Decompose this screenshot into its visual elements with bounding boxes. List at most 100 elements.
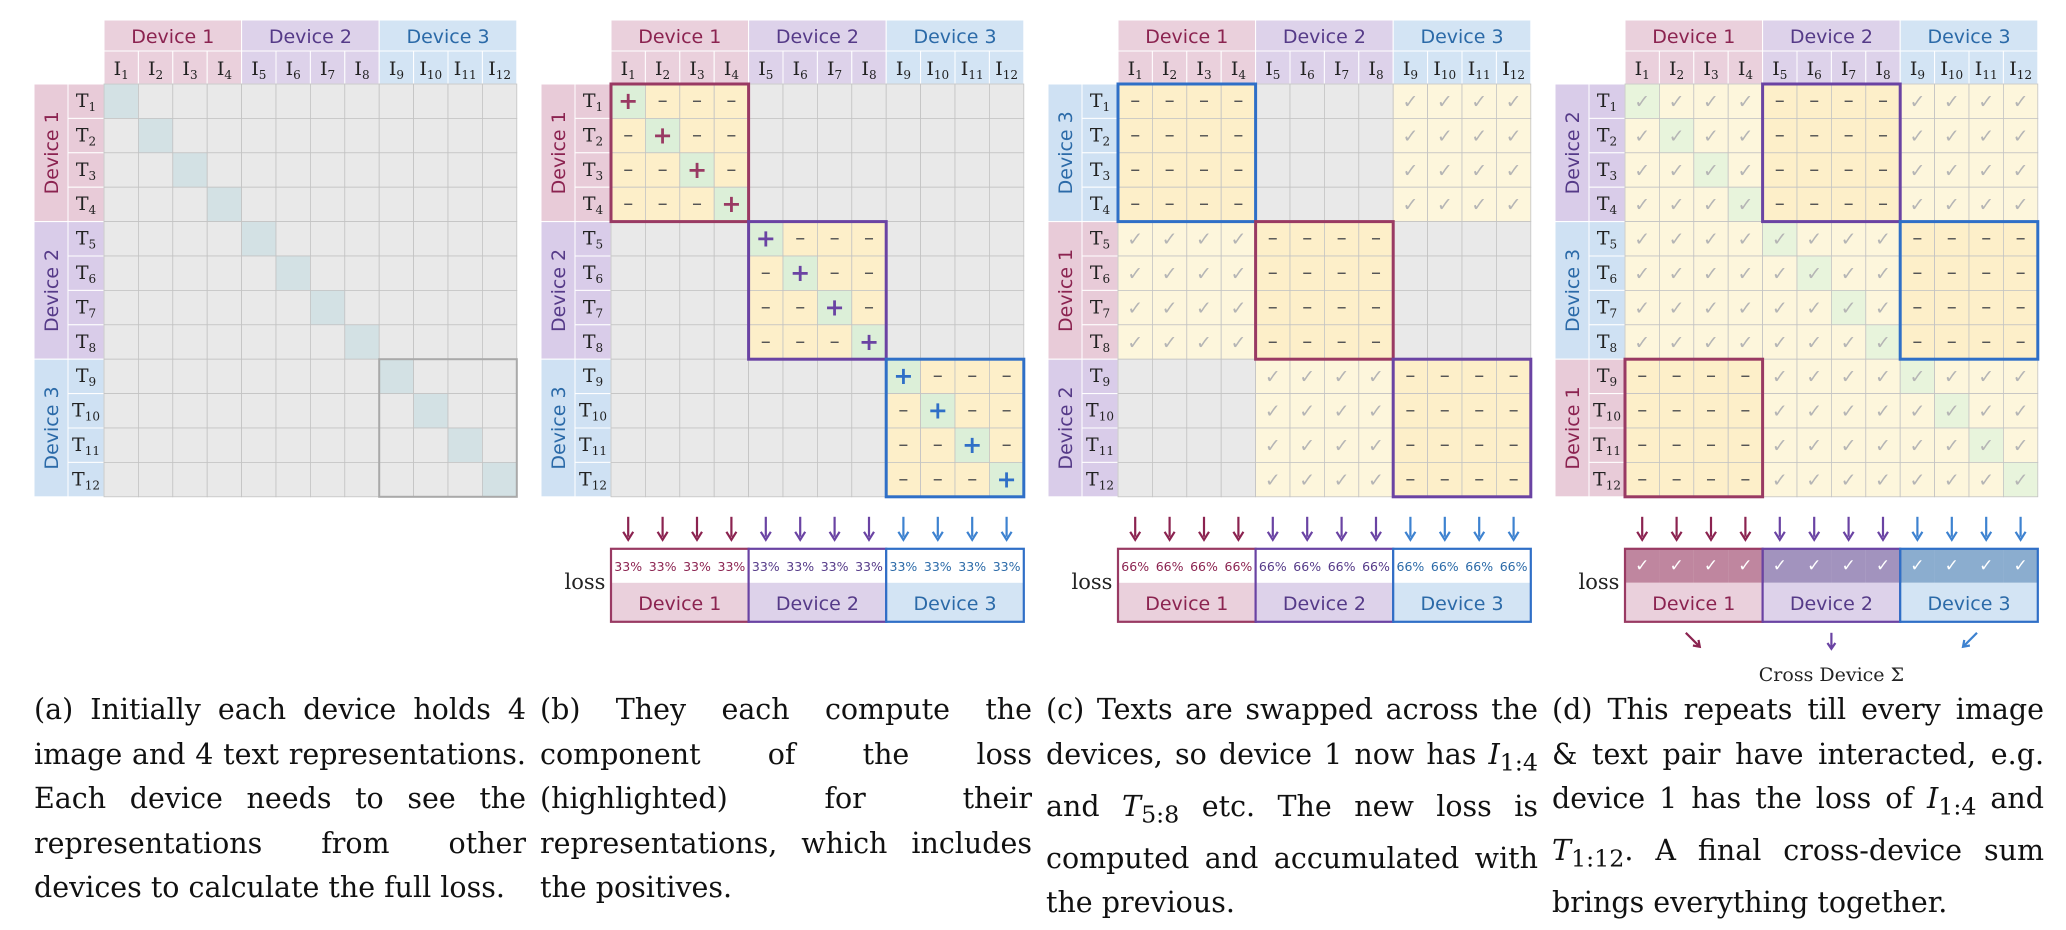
minus-icon: –	[1302, 329, 1312, 353]
text-header-cell	[1081, 117, 1119, 154]
matrix-cell	[1831, 152, 1867, 188]
minus-icon: –	[1740, 398, 1750, 422]
check-icon: ✓	[1634, 297, 1650, 319]
matrix-cell	[344, 118, 380, 154]
matrix-cell	[1461, 358, 1497, 395]
text-header-cell	[1588, 152, 1626, 188]
matrix-cell	[1831, 461, 1867, 498]
matrix-cell	[679, 393, 715, 429]
loss-device-label: Device 2	[1790, 593, 1873, 615]
check-icon: ✓	[1806, 297, 1822, 319]
image-label: I2	[148, 58, 163, 82]
minus-icon: –	[1165, 88, 1175, 112]
down-arrow-icon	[1911, 531, 1924, 542]
minus-icon: –	[1947, 260, 1957, 284]
image-label: I6	[793, 58, 808, 82]
check-icon: ✓	[1944, 366, 1960, 388]
matrix-cell	[413, 358, 449, 395]
matrix-cell	[378, 152, 415, 188]
matrix-cell	[851, 255, 887, 291]
image-header-cell	[1495, 50, 1532, 85]
check-icon: ✓	[1944, 160, 1960, 182]
matrix-cell	[1968, 221, 2004, 257]
text-label: T4	[1597, 193, 1618, 217]
matrix-cell	[748, 358, 784, 395]
text-header-cell	[1081, 427, 1119, 463]
minus-icon: –	[1706, 466, 1716, 490]
text-label: T11	[1593, 434, 1621, 458]
check-icon: ✓	[1669, 229, 1685, 251]
matrix-cell	[885, 221, 922, 257]
minus-icon: –	[1706, 363, 1716, 387]
matrix-cell	[1659, 83, 1695, 119]
matrix-cell	[1255, 221, 1291, 257]
matrix-cell	[1796, 186, 1832, 222]
minus-icon: –	[1509, 398, 1519, 422]
image-header-cell	[275, 50, 311, 85]
matrix-cell	[1220, 118, 1256, 154]
matrix-cell	[172, 83, 208, 119]
matrix-cell	[1289, 289, 1325, 326]
matrix-cell	[206, 221, 242, 257]
matrix-cell	[1427, 289, 1463, 326]
matrix-cell	[447, 324, 483, 360]
text-header-cell	[1588, 255, 1626, 291]
loss-cell	[851, 548, 887, 583]
matrix-cell	[103, 358, 139, 395]
matrix-cell	[1220, 186, 1256, 222]
minus-icon: –	[1844, 88, 1854, 112]
matrix-cell	[309, 427, 346, 463]
loss-cell	[748, 548, 783, 583]
matrix-cell	[1392, 358, 1428, 395]
down-arrow-icon	[1980, 531, 1993, 542]
loss-value: ✓	[1807, 556, 1821, 576]
check-icon: ✓	[1875, 332, 1891, 354]
loss-cell	[1290, 548, 1325, 583]
matrix-cell	[137, 427, 174, 463]
loss-value: ✓	[1669, 556, 1683, 576]
matrix-cell	[447, 461, 483, 498]
matrix-cell	[817, 118, 853, 154]
matrix-cell	[241, 461, 277, 498]
minus-icon: –	[1405, 432, 1415, 456]
matrix-cell	[1392, 221, 1428, 257]
loss-cell	[1865, 548, 1901, 583]
row-device-header	[1554, 83, 1590, 223]
image-label: I6	[286, 58, 301, 82]
text-label: T4	[583, 193, 604, 217]
minus-icon: –	[1844, 122, 1854, 146]
loss-cell	[1900, 548, 1935, 583]
check-icon: ✓	[1703, 125, 1719, 147]
matrix-cell	[172, 152, 208, 188]
row-device-label: Device 2	[1055, 386, 1077, 469]
caption-c-text-range: 5:8	[1141, 800, 1180, 829]
minus-icon: –	[898, 466, 908, 490]
row-device-header	[1554, 358, 1590, 498]
check-icon: ✓	[1127, 229, 1143, 251]
image-header-cell	[644, 50, 681, 85]
matrix-cell	[1461, 255, 1497, 291]
minus-icon: –	[1981, 260, 1991, 284]
text-label: T9	[76, 365, 96, 389]
matrix-cell	[1392, 118, 1428, 154]
minus-icon: –	[1509, 466, 1519, 490]
check-icon: ✓	[1334, 435, 1350, 457]
matrix-cell	[206, 289, 242, 326]
image-label: I11	[454, 58, 477, 82]
text-label: T10	[579, 400, 607, 424]
matrix-cell	[206, 324, 242, 360]
check-icon: ✓	[1437, 91, 1453, 113]
matrix-cell	[1727, 152, 1763, 188]
matrix-cell	[1461, 324, 1497, 360]
down-arrow-icon	[1335, 531, 1348, 542]
matrix-cell	[1496, 221, 1532, 257]
matrix-cell	[817, 186, 853, 222]
matrix-cell	[610, 324, 646, 360]
minus-icon: –	[1637, 363, 1647, 387]
matrix-cell	[103, 186, 139, 222]
caption-b-text: (b) They each compute the component of t…	[540, 693, 1032, 904]
matrix-cell	[1762, 255, 1798, 291]
matrix-cell	[954, 152, 990, 188]
check-icon: ✓	[1737, 91, 1753, 113]
text-header-cell	[574, 117, 612, 154]
